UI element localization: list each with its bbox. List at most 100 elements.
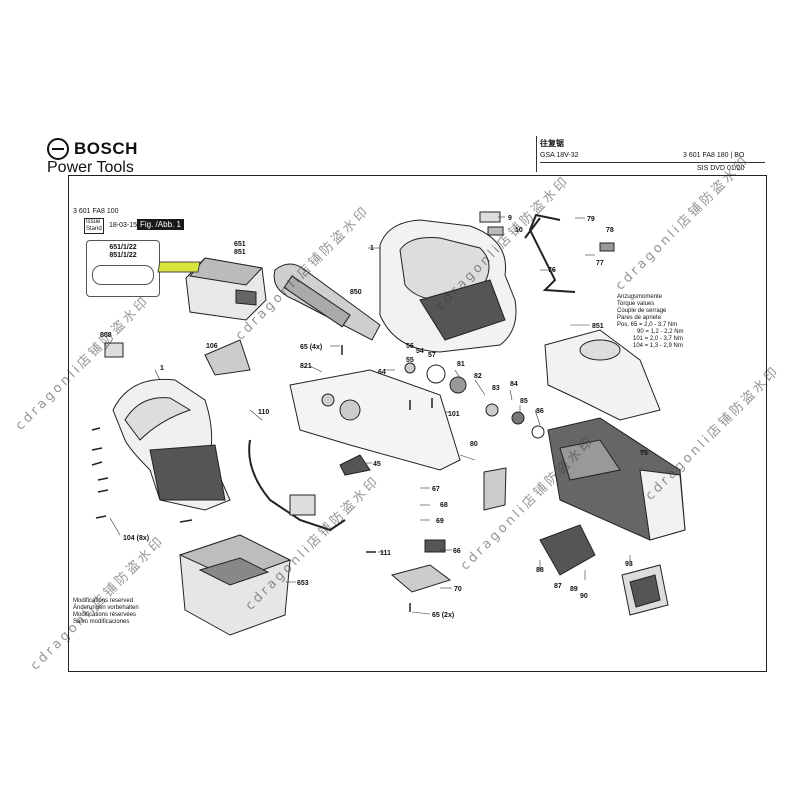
callout-label: 1: [370, 245, 374, 252]
lever-wire-shape: [528, 213, 576, 293]
footer-line: Änderungen vorbehalten: [73, 605, 139, 611]
small-part-shape: [424, 539, 446, 553]
callout-label: 851: [592, 323, 604, 330]
callout-label: 110: [258, 409, 269, 416]
gear-housing-shape: [289, 369, 461, 471]
drawing-frame: [68, 175, 767, 672]
callout-label: 81: [457, 361, 465, 368]
cable-shape: [248, 439, 346, 532]
leader-lines: [104, 216, 650, 615]
battery-ref-line1: 651/1/22: [109, 244, 137, 251]
callout-label: 77: [596, 260, 604, 267]
torque-line: Pos. 65 = 2,0 - 3,7 Nm: [617, 322, 678, 328]
callout-label: 67: [432, 486, 440, 493]
battery-pack-shape: [157, 257, 267, 321]
model-name: GSA 18V-32: [540, 152, 579, 159]
torque-line: Anzugsmomente: [617, 294, 663, 300]
issue-date: 18-03-15: [109, 222, 138, 229]
callout-label: 106: [206, 343, 218, 350]
callout-label: 82: [474, 373, 482, 380]
callout-label: 64: [378, 369, 386, 376]
small-part-shape: [426, 364, 446, 384]
callout-label: 1: [160, 365, 164, 372]
part-number: 3 601 FA8 180 | BO: [683, 152, 745, 159]
torque-line: Torque values: [617, 301, 655, 307]
small-part-shape: [479, 211, 501, 223]
torque-line: Pares de apriete: [617, 315, 662, 321]
callout-label: 66: [453, 548, 461, 555]
small-part-shape: [487, 226, 504, 236]
armature-icon: [52, 148, 64, 150]
callout-label: 101: [448, 411, 460, 418]
callout-label: 76: [548, 267, 556, 274]
callout-label: 78: [606, 227, 614, 234]
footer-line: Modifications reserved: [73, 598, 134, 604]
callout-label: 84: [510, 381, 518, 388]
callout-label: 86: [536, 408, 544, 415]
header-vline: [536, 136, 537, 172]
battery-ref-line2: 851/1/22: [109, 252, 137, 259]
screw-group-shape: [91, 345, 433, 612]
small-part-shape: [339, 454, 371, 476]
switch-block-shape: [289, 494, 316, 516]
callout-label: 87: [554, 583, 562, 590]
callout-label: 653: [297, 580, 309, 587]
callout-label: 70: [454, 586, 462, 593]
product-name-cn: 往复锯: [540, 139, 564, 148]
handle-housing-shape: [112, 378, 231, 511]
callout-label: 68: [440, 502, 448, 509]
callout-label: 9: [508, 215, 512, 222]
figure-number: 3 601 FA8 100: [73, 208, 119, 215]
small-part-shape: [483, 467, 507, 511]
callout-label: 75: [640, 450, 648, 457]
nose-housing-shape: [547, 417, 686, 541]
battery-ref-label-icon: [92, 265, 154, 285]
front-cover-shape: [544, 329, 661, 421]
callout-label: 45: [373, 461, 381, 468]
callout-label: 104 (8x): [123, 535, 149, 542]
issue-label: Issue: [86, 219, 101, 225]
small-part-shape: [599, 242, 615, 252]
brand-subtitle: Power Tools: [47, 159, 134, 176]
blade-holder-shape: [621, 564, 669, 616]
callout-label: 93: [625, 561, 633, 568]
small-part-shape: [204, 339, 251, 376]
callout-label: 69: [436, 518, 444, 525]
footer-line: Salvo modificaciones: [73, 619, 130, 625]
footer-notes: Modifications reserved Änderungen vorbeh…: [73, 598, 139, 626]
issue-label-box: Issue Stand: [84, 218, 104, 234]
callout-label: 65 (2x): [432, 612, 454, 619]
figure-label: Fig. /Abb. 1: [137, 219, 184, 230]
callout-label: 57: [428, 352, 436, 359]
small-part-shape: [449, 376, 467, 394]
gear-shaft-shape: [273, 263, 381, 341]
callout-label: 56: [406, 343, 414, 350]
callout-label: 85: [520, 398, 528, 405]
callout-label: 111: [380, 550, 391, 557]
callout-label: 80: [470, 441, 478, 448]
small-part-shape: [104, 342, 124, 358]
callout-label: 90: [580, 593, 588, 600]
callout-label: 10: [515, 227, 523, 234]
header-divider: [540, 162, 765, 163]
torque-block: Anzugsmomente Torque values Couple de se…: [617, 294, 684, 350]
callout-label: 821: [300, 363, 312, 370]
small-part-shape: [404, 362, 416, 374]
callout-label: 83: [492, 385, 500, 392]
callout-label: 54: [416, 348, 424, 355]
callout-label: 79: [587, 216, 595, 223]
torque-line: 90 = 1,2 - 2,2 Nm: [637, 329, 684, 335]
footer-line: Modifications réservées: [73, 612, 137, 618]
motor-housing-shape: [379, 219, 517, 353]
shoe-plate-shape: [390, 564, 452, 593]
callout-label: 808: [100, 332, 112, 339]
torque-line: 104 = 1,3 - 2,9 Nm: [633, 343, 683, 349]
small-part-shape: [485, 403, 499, 417]
small-part-shape: [531, 425, 545, 439]
callout-label: 55: [406, 357, 414, 364]
bracket-shape: [539, 524, 596, 576]
callout-label: 89: [570, 586, 578, 593]
brand-name: BOSCH: [74, 139, 138, 158]
callout-label: 65 (4x): [300, 344, 322, 351]
